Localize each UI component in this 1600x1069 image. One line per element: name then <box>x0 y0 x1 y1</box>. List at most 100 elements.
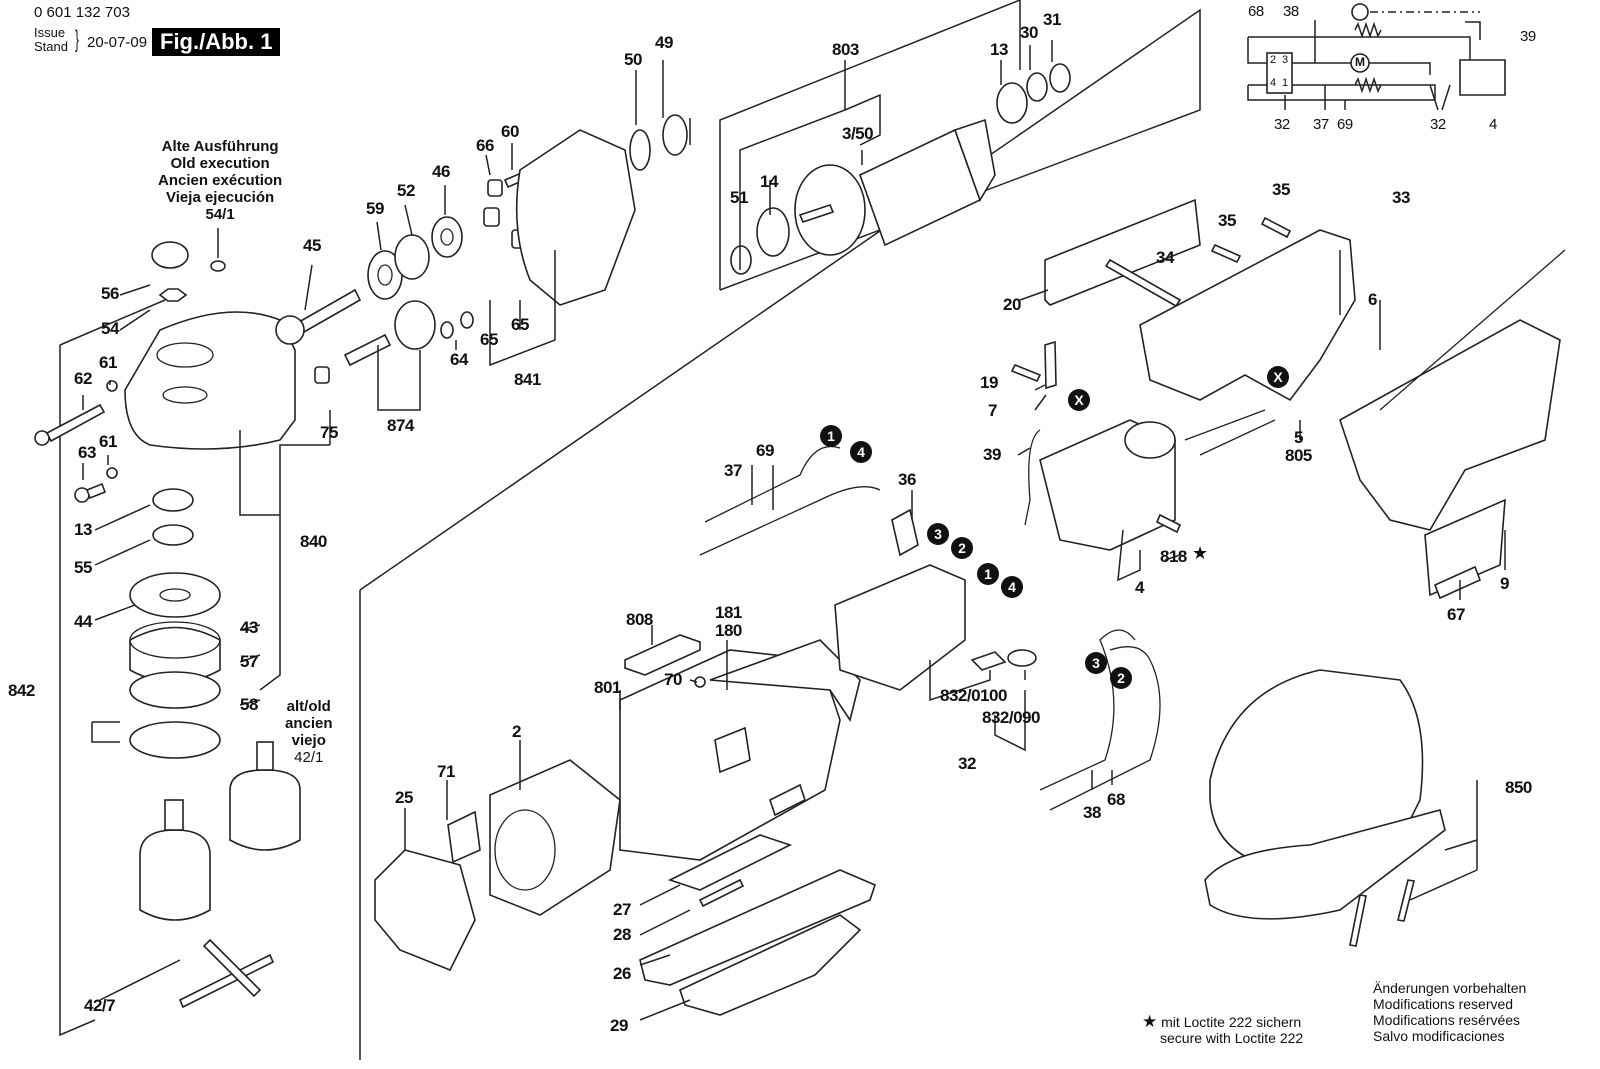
part-label: 54 <box>101 319 119 338</box>
part-label: 9 <box>1500 574 1509 593</box>
switch-symbol <box>1459 59 1506 96</box>
part-label: 7 <box>988 401 997 420</box>
base-26 <box>639 869 876 986</box>
note-part-54-1: 54/1 <box>205 206 235 223</box>
washer-61a <box>106 380 118 392</box>
part-label: 39 <box>983 445 1001 464</box>
part-label: 44 <box>74 612 92 631</box>
part-label: 64 <box>450 350 468 369</box>
plate-71 <box>447 810 481 864</box>
spring-832-090 <box>1007 649 1037 667</box>
motor-housing-801 <box>619 639 861 861</box>
slide-27 <box>667 834 793 891</box>
ring-52 <box>394 234 430 280</box>
leader-lines <box>82 40 1506 1021</box>
note-line-de: Alte Ausführung <box>161 138 279 155</box>
bushing-75 <box>314 366 330 384</box>
part-label: 33 <box>1392 188 1410 207</box>
part-label: 65 <box>511 315 529 334</box>
star-icon: ★ <box>1142 1012 1158 1031</box>
part-label: 55 <box>74 558 92 577</box>
label-plate-20 <box>1044 198 1201 306</box>
part-label: 803 <box>832 40 859 59</box>
bearing-14 <box>756 207 790 257</box>
ring-55 <box>152 524 194 546</box>
schematic-label-38: 38 <box>1283 3 1299 20</box>
part-label: 35 <box>1218 211 1236 230</box>
cable-5 <box>1184 409 1276 456</box>
nut-54 <box>158 288 188 302</box>
alt-old-note: alt/old ancien viejo 42/1 <box>285 698 333 766</box>
part-label: 19 <box>980 373 998 392</box>
part-label: 840 <box>300 532 327 551</box>
spring-28 <box>698 878 745 908</box>
frame-line-armature <box>719 0 1021 290</box>
callout-badge: 1 <box>820 425 842 447</box>
part-label: 36 <box>898 470 916 489</box>
part-label: 805 <box>1285 446 1312 465</box>
part-label: 43 <box>240 618 258 637</box>
wire-69 <box>699 486 881 556</box>
alt-old-line-3: viejo <box>291 732 326 749</box>
schematic-label-39: 39 <box>1520 28 1536 45</box>
part-label: 71 <box>437 762 455 781</box>
part-label: 6 <box>1368 290 1377 309</box>
part-label: 63 <box>78 443 96 462</box>
star-icon: ★ <box>1192 543 1209 563</box>
part-label: 32 <box>958 754 976 773</box>
schematic-label-4: 4 <box>1489 116 1497 133</box>
part-label: 20 <box>1003 295 1021 314</box>
part-label: 28 <box>613 925 631 944</box>
part-label: 832/090 <box>982 708 1040 727</box>
bevel-gear-44 <box>129 572 221 618</box>
callout-badge: 3 <box>927 523 949 545</box>
resistor-top <box>1354 21 1382 39</box>
part-label: 842 <box>8 681 35 700</box>
part-label: 45 <box>303 236 321 255</box>
schematic-label-69: 69 <box>1337 116 1353 133</box>
part-label: 50 <box>624 50 642 69</box>
brush-holder-36 <box>834 508 966 691</box>
loctite-de: mit Loctite 222 sichern <box>1161 1014 1302 1030</box>
washer-30 <box>1026 72 1048 102</box>
part-label: 66 <box>476 136 494 155</box>
wire-68 <box>1049 646 1161 811</box>
modifications-en: Modifications reserved <box>1373 996 1514 1012</box>
part-label: 46 <box>432 162 450 181</box>
note-line-es: Vieja ejecución <box>166 189 275 206</box>
screw-850a <box>1349 894 1367 947</box>
part-label: 65 <box>480 330 498 349</box>
callout-badge: 3 <box>1085 652 1107 674</box>
part-label: 13 <box>74 520 92 539</box>
gauge-bracket <box>91 721 120 743</box>
screw-63 <box>74 482 107 503</box>
gear-head-housing <box>124 311 296 450</box>
part-label: 29 <box>610 1016 628 1035</box>
modifications-fr: Modifications resérvées <box>1373 1012 1521 1028</box>
screw-62 <box>34 403 106 446</box>
ground-symbol <box>1351 3 1369 21</box>
part-label: 67 <box>1447 605 1465 624</box>
part-label: 832/0100 <box>940 686 1007 705</box>
washer-64 <box>440 321 454 339</box>
part-label: 59 <box>366 199 384 218</box>
brace-glyph: } <box>75 26 80 53</box>
part-label: 27 <box>613 900 631 919</box>
part-label: 3/50 <box>842 124 874 143</box>
screw-35b <box>1260 216 1292 239</box>
terminal-1: 1 <box>1282 77 1288 89</box>
part-label: 5 <box>1294 428 1303 447</box>
callout-badge: 2 <box>1110 667 1132 689</box>
callout-badge: 4 <box>1001 576 1023 598</box>
screw-19 <box>1010 363 1042 383</box>
callout-badge: 2 <box>951 537 973 559</box>
bearing-13b <box>996 82 1028 124</box>
part-label: 35 <box>1272 180 1290 199</box>
loctite-en: secure with Loctite 222 <box>1160 1030 1304 1046</box>
wiring-schematic <box>1247 3 1506 111</box>
part-label: 4 <box>1135 578 1144 597</box>
part-label: 30 <box>1020 23 1038 42</box>
ring-57 <box>129 671 221 709</box>
rail-block <box>769 783 806 817</box>
screw-818 <box>1155 513 1182 534</box>
